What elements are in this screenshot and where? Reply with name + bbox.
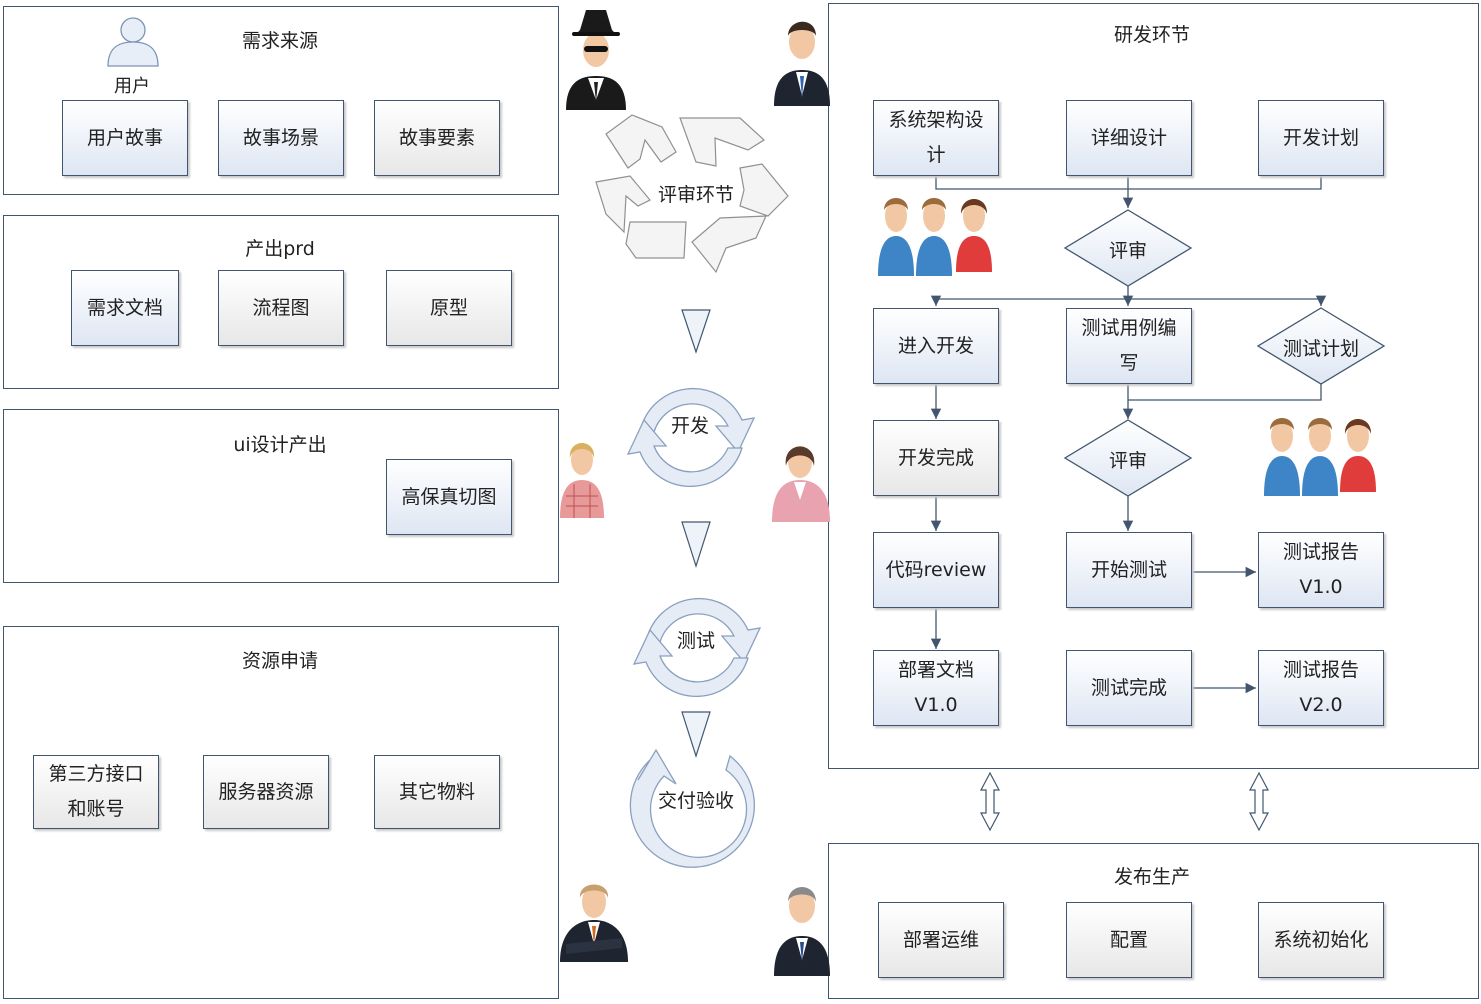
arch-design-box[interactable]: 系统架构设 计	[873, 100, 999, 176]
test-plan-label: 测试计划	[1282, 338, 1359, 360]
spy-avatar	[566, 10, 626, 110]
user-story-box[interactable]: 用户故事	[62, 100, 188, 176]
deploy-doc-box[interactable]: 部署文档 V1.0	[873, 650, 999, 726]
third-party-api-box[interactable]: 第三方接口 和账号	[33, 755, 159, 829]
system-init-box[interactable]: 系统初始化	[1258, 902, 1384, 978]
dev-done-box[interactable]: 开发完成	[873, 420, 999, 496]
start-test-box[interactable]: 开始测试	[1066, 532, 1192, 608]
test-report-v1-box[interactable]: 测试报告 V1.0	[1258, 532, 1384, 608]
accept-cycle-icon	[629, 748, 756, 868]
double-arrow-right	[1249, 771, 1269, 832]
resource-title: 资源申请	[241, 650, 318, 672]
testcase-writing-box[interactable]: 测试用例编 写	[1066, 308, 1192, 384]
prototype-box[interactable]: 原型	[386, 270, 512, 346]
requirement-doc-box[interactable]: 需求文档	[71, 270, 179, 346]
enter-dev-box[interactable]: 进入开发	[873, 308, 999, 384]
review-label-2: 评审	[1108, 450, 1147, 472]
manager-avatar-top	[774, 21, 830, 106]
test-plan-diamond	[1256, 307, 1386, 385]
dev-cycle-label: 开发	[670, 415, 709, 437]
test-report-v2-box[interactable]: 测试报告 V2.0	[1258, 650, 1384, 726]
story-scene-box[interactable]: 故事场景	[218, 100, 344, 176]
deploy-ops-box[interactable]: 部署运维	[878, 902, 1004, 978]
review-cycle-icon	[595, 114, 789, 274]
prd-title: 产出prd	[245, 238, 315, 260]
team-avatar-group-1	[878, 198, 992, 276]
review-cycle-label: 评审环节	[657, 184, 734, 206]
test-done-box[interactable]: 测试完成	[1066, 650, 1192, 726]
team-avatar-group-2	[1264, 418, 1376, 496]
double-arrow-left	[980, 771, 1000, 832]
executive-avatar	[560, 884, 628, 962]
demand-source-title: 需求来源	[241, 30, 318, 52]
config-box[interactable]: 配置	[1066, 902, 1192, 978]
test-cycle-icon	[632, 597, 762, 697]
dev-cycle-icon	[626, 387, 756, 487]
server-resource-box[interactable]: 服务器资源	[203, 755, 329, 829]
flowchart-box[interactable]: 流程图	[218, 270, 344, 346]
down-triangle-2	[681, 521, 711, 568]
accept-cycle-label: 交付验收	[657, 790, 734, 812]
detailed-design-box[interactable]: 详细设计	[1066, 100, 1192, 176]
release-title: 发布生产	[1113, 866, 1190, 888]
down-triangle-3	[681, 711, 711, 758]
user-label: 用户	[114, 76, 150, 97]
user-icon	[107, 17, 159, 67]
ui-design-title: ui设计产出	[233, 434, 327, 456]
rd-title: 研发环节	[1113, 24, 1190, 46]
code-review-box[interactable]: 代码review	[873, 532, 999, 608]
other-material-box[interactable]: 其它物料	[374, 755, 500, 829]
review-diamond-2	[1063, 419, 1193, 497]
hifi-cut-box[interactable]: 高保真切图	[386, 459, 512, 535]
review-label-1: 评审	[1108, 240, 1147, 262]
down-triangle-1	[681, 309, 711, 354]
ops-manager-avatar	[774, 887, 830, 976]
story-element-box[interactable]: 故事要素	[374, 100, 500, 176]
dev-plan-box[interactable]: 开发计划	[1258, 100, 1384, 176]
review-diamond-1	[1063, 209, 1193, 287]
tester-avatar	[772, 446, 830, 522]
test-cycle-label: 测试	[676, 630, 715, 652]
designer-avatar	[560, 443, 604, 518]
